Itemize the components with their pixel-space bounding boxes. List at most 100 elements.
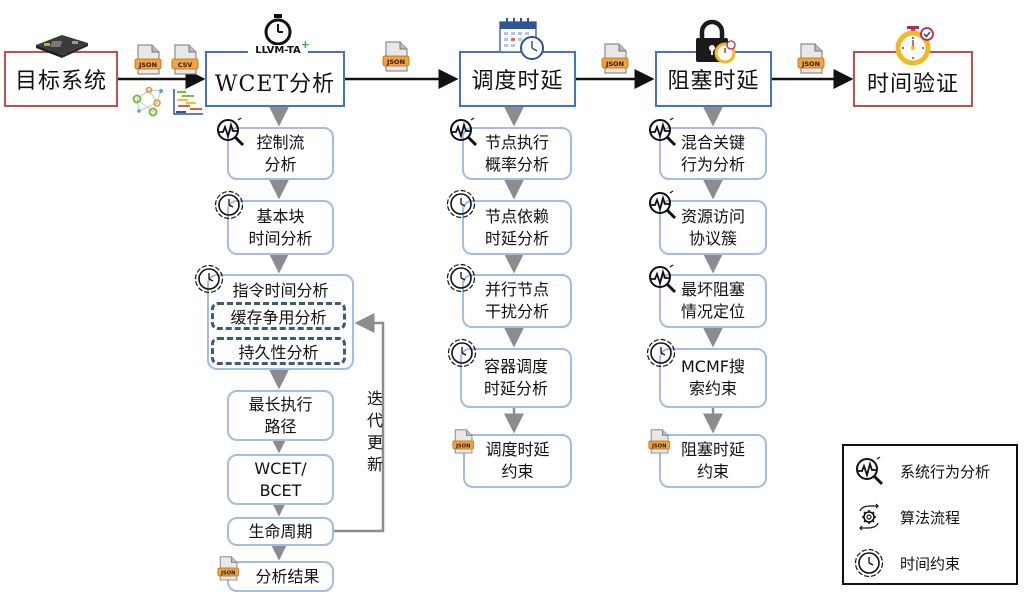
system-behavior-analysis-icon	[215, 117, 245, 147]
step-parallel-node-interference-analysis[interactable]: 并行节点 干扰分析	[462, 274, 572, 328]
time-constraint-icon	[646, 338, 676, 368]
step-text: 资源访问	[680, 206, 745, 226]
calendar-clock-icon	[499, 18, 544, 60]
step-node-execution-probability-analysis[interactable]: 节点执行 概率分析	[462, 127, 572, 180]
stage-blocking-delay-label: 阻塞时延	[667, 69, 760, 94]
step-text: 最长执行	[248, 394, 313, 414]
step-text: 节点执行	[484, 132, 549, 152]
legend-label: 算法流程	[900, 508, 961, 527]
legend-label: 系统行为分析	[900, 462, 991, 481]
time-constraint-icon	[194, 264, 224, 294]
json-file-icon: JSON	[134, 44, 162, 76]
json-file-icon: JSON	[601, 43, 629, 75]
legend: 系统行为分析 算法流程 时间约束	[842, 444, 1018, 585]
step-control-flow-analysis[interactable]: 控制流 分析	[227, 127, 334, 180]
legend-item-algorithm-flow: 算法流程	[854, 502, 960, 532]
step-resource-access-protocols[interactable]: 资源访问 协议簇	[659, 200, 767, 255]
step-text: 最坏阻塞	[680, 280, 745, 299]
time-constraint-icon	[854, 548, 884, 578]
sub-step-persistence-analysis[interactable]: 持久性分析	[211, 337, 346, 365]
step-blocking-delay-constraint[interactable]: 阻塞时延 约束	[659, 434, 767, 488]
step-analysis-result[interactable]: 分析结果	[227, 561, 334, 592]
stage-blocking-delay[interactable]: 阻塞时延	[655, 51, 772, 107]
time-constraint-icon	[447, 338, 477, 368]
step-mixed-criticality-behavior-analysis[interactable]: 混合关键 行为分析	[659, 127, 767, 180]
step-node-dependency-delay-analysis[interactable]: 节点依赖 时延分析	[462, 200, 572, 255]
step-text: 时间分析	[248, 228, 313, 248]
sub-step-text: 缓存争用分析	[230, 308, 327, 327]
json-badge-text: JSON	[455, 442, 471, 449]
step-text: 分析结果	[255, 566, 320, 586]
step-text: 约束	[501, 462, 534, 481]
step-lifecycle[interactable]: 生命周期	[227, 517, 334, 546]
step-text: 概率分析	[484, 154, 549, 174]
stopwatch-check-icon	[895, 26, 934, 66]
step-text: 协议簇	[688, 228, 737, 248]
json-file-icon: JSON	[797, 43, 825, 75]
csv-badge-text: CSV	[177, 61, 193, 69]
step-text: 情况定位	[680, 302, 745, 321]
json-file-icon: JSON	[217, 556, 239, 582]
time-constraint-icon	[214, 190, 244, 220]
step-text: 生命周期	[248, 521, 313, 541]
stage-wcet-analysis-label: WCET分析	[214, 72, 336, 97]
stopwatch-icon	[264, 14, 292, 46]
step-wcet-bcet[interactable]: WCET/ BCET	[227, 454, 334, 505]
iteration-update-label: 迭代更新	[366, 389, 383, 474]
json-badge-text: JSON	[801, 60, 821, 68]
json-badge-text: JSON	[605, 60, 625, 68]
stage-scheduling-delay-label: 调度时延	[471, 69, 564, 94]
step-mcmf-search-constraint[interactable]: MCMF搜 索约束	[659, 348, 767, 408]
json-badge-text: JSON	[220, 569, 236, 576]
json-file-icon: JSON	[648, 429, 670, 455]
step-text: 并行节点	[484, 280, 549, 299]
stage-target-system-label: 目标系统	[14, 69, 107, 94]
sub-step-cache-contention-analysis[interactable]: 缓存争用分析	[211, 302, 346, 330]
csv-file-icon: CSV	[171, 44, 199, 76]
step-basic-block-timing-analysis[interactable]: 基本块 时间分析	[227, 200, 334, 255]
legend-label: 时间约束	[900, 554, 961, 573]
stage-scheduling-delay[interactable]: 调度时延	[459, 51, 576, 107]
json-badge-text: JSON	[651, 442, 667, 449]
step-text: 调度时延	[485, 440, 550, 459]
step-text: MCMF搜	[681, 357, 745, 376]
step-text: 基本块	[256, 206, 305, 226]
lock-timer-icon	[696, 19, 736, 64]
json-badge-text: JSON	[138, 61, 158, 69]
step-text: 指令时间分析	[232, 281, 329, 300]
time-constraint-icon	[446, 263, 476, 293]
step-instruction-timing-analysis[interactable]: 指令时间分析	[207, 274, 354, 370]
step-worst-blocking-localization[interactable]: 最坏阻塞 情况定位	[659, 274, 767, 328]
step-text: 行为分析	[680, 154, 745, 174]
step-text: 容器调度	[483, 357, 548, 376]
json-file-icon: JSON	[382, 41, 410, 73]
step-text: 时延分析	[484, 228, 549, 248]
step-container-scheduling-delay-analysis[interactable]: 容器调度 时延分析	[460, 348, 572, 408]
step-text: 路径	[264, 416, 297, 436]
stage-time-verification-label: 时间验证	[866, 72, 959, 97]
sub-step-text: 持久性分析	[238, 343, 319, 362]
step-text: 节点依赖	[484, 206, 549, 226]
system-behavior-analysis-icon	[647, 264, 677, 294]
graph-network-icon	[132, 87, 163, 117]
step-text: 约束	[696, 462, 729, 481]
system-behavior-analysis-icon	[647, 117, 677, 147]
system-behavior-analysis-icon	[647, 190, 677, 220]
step-text: 混合关键	[680, 132, 745, 152]
step-text: 时延分析	[483, 379, 548, 398]
step-text: WCET/	[254, 458, 307, 478]
step-text: 分析	[264, 154, 297, 174]
step-longest-execution-path[interactable]: 最长执行 路径	[227, 390, 334, 441]
step-text: BCET	[259, 480, 302, 500]
stage-target-system[interactable]: 目标系统	[4, 51, 118, 107]
plus-icon: +	[300, 38, 310, 51]
system-behavior-analysis-icon	[854, 456, 884, 486]
json-file-icon: JSON	[452, 429, 474, 455]
gantt-chart-icon	[173, 89, 203, 115]
step-text: 控制流	[256, 132, 305, 152]
llvm-ta-tool-label: LLVM-TA+	[248, 39, 310, 57]
legend-item-system-behavior-analysis: 系统行为分析	[854, 456, 990, 486]
step-scheduling-delay-constraint[interactable]: 调度时延 约束	[463, 434, 572, 488]
step-text: 干扰分析	[484, 302, 549, 321]
stage-wcet-analysis[interactable]: WCET分析	[205, 51, 345, 107]
